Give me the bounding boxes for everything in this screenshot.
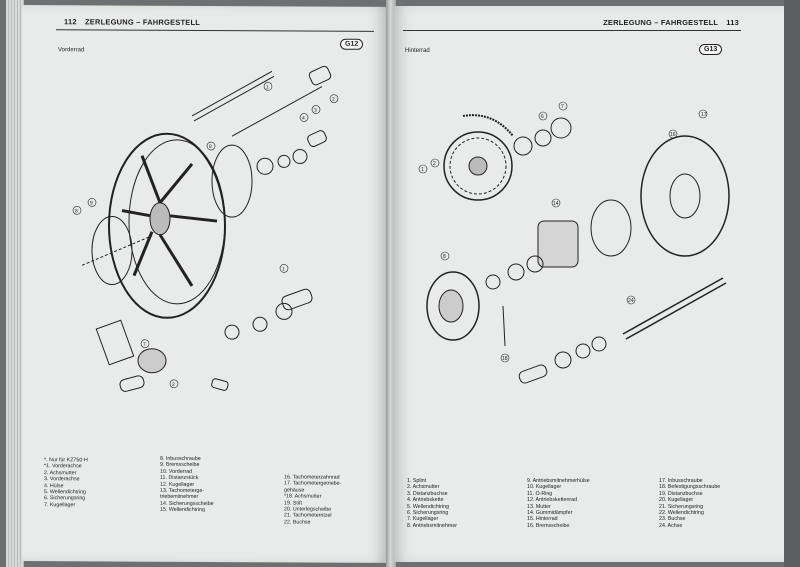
right-header-rule (403, 30, 741, 31)
front-wheel-exploded-diagram: 1 2 3 4 8 8 9 1 7 2 (72, 65, 339, 392)
left-legend-col2: 8. Inbusschraube 9. Bremsscheibe 10. Vor… (160, 456, 214, 514)
right-legend-col3: 17. Inbusschraube 18. Befestigungsschrau… (659, 478, 720, 529)
page-stack-edge (6, 0, 24, 567)
svg-text:8: 8 (443, 254, 446, 260)
legend-item: 7. Kugellager (44, 501, 76, 509)
rear-wheel-exploded-diagram: 1 2 6 7 17 16 14 8 24 18 (418, 101, 730, 384)
legend-item: 1. Splint (407, 478, 427, 484)
legend-item: 8. Antriebsmitnehmer (407, 522, 458, 529)
rear-brake-disc-part (640, 135, 730, 257)
legend-item: 2. Achsmutter (407, 484, 440, 491)
svg-text:3: 3 (314, 108, 317, 114)
svg-text:9: 9 (90, 200, 93, 206)
legend-item: 22. Buchse (284, 519, 311, 526)
right-header-title: ZERLEGUNG – FAHRGESTELL (603, 18, 718, 27)
legend-item: 15. Hinterrad (527, 516, 558, 523)
right-section-title: Hinterrad (405, 48, 430, 54)
legend-item: 24. Achse (659, 522, 683, 529)
drive-sprocket-part (443, 131, 513, 201)
background-edge (784, 0, 800, 567)
right-page-number: 113 (726, 18, 739, 27)
legend-item: 14. Gummidämpfer (527, 510, 573, 517)
right-legend-col1: 1. Splint 2. Achsmutter 3. Distanzbuchse… (407, 478, 457, 529)
legend-item: 5. Wellendichtring (407, 503, 450, 510)
legend-item: 9. Antriebsmitnehmerhülse (527, 478, 590, 484)
drive-chain-part (462, 114, 514, 137)
svg-text:6: 6 (541, 114, 544, 120)
legend-item: 12. Antriebskettenrad (527, 497, 578, 504)
brake-disc-part (91, 216, 133, 286)
rear-axle-part (622, 277, 724, 335)
legend-item: 21. Sicherungsring (659, 503, 704, 510)
legend-item: 20. Kugellager (659, 497, 694, 504)
svg-text:4: 4 (302, 116, 305, 122)
svg-text:8: 8 (209, 144, 212, 150)
speedometer-gearbox-part (137, 348, 167, 374)
right-figure-label: G13 (699, 44, 723, 55)
svg-text:18: 18 (502, 356, 508, 362)
svg-text:2: 2 (332, 97, 335, 103)
rubber-damper-part (537, 220, 579, 268)
book-gutter (386, 0, 396, 567)
svg-text:1: 1 (421, 167, 424, 173)
legend-item: 4. Antriebskette (407, 497, 444, 504)
left-legend-col3: 16. Tachometerzahnrad 17. Tachometergetr… (284, 474, 341, 526)
right-legend-col2: 9. Antriebsmitnehmerhülse 10. Kugellager… (527, 478, 590, 529)
spacer-part (281, 288, 313, 311)
svg-text:1: 1 (282, 266, 285, 272)
legend-item: 17. Inbusschraube (659, 478, 703, 484)
right-page-header: ZERLEGUNG – FAHRGESTELL 113 (603, 18, 745, 27)
legend-item: 22. Wellendichtring (659, 510, 704, 517)
svg-text:2: 2 (172, 382, 175, 388)
svg-text:2: 2 (433, 161, 436, 167)
legend-item: 13. Mutter (527, 503, 551, 510)
legend-item: 16. Bremsscheibe (527, 522, 570, 529)
rear-wheel-hub-part (590, 199, 632, 257)
legend-item: 10. Kugellager (527, 484, 562, 491)
legend-item: 11. O-Ring (527, 490, 553, 497)
svg-text:17: 17 (701, 112, 707, 118)
svg-text:7: 7 (561, 104, 564, 110)
right-page: ZERLEGUNG – FAHRGESTELL 113 Hinterrad G1… (393, 6, 785, 562)
svg-text:8: 8 (75, 208, 78, 214)
legend-item: 3. Distanzbuchse (407, 490, 448, 497)
legend-item: 7. Kugellager (407, 516, 439, 523)
front-wheel-hub (149, 202, 171, 236)
svg-text:1: 1 (266, 84, 269, 90)
legend-item: 15. Wellendichtring (160, 507, 205, 514)
legend-item: 6. Sicherungsring (407, 510, 449, 517)
brake-disc-part (211, 144, 253, 218)
legend-item: 18. Befestigungsschraube (659, 484, 721, 491)
svg-text:16: 16 (670, 132, 676, 138)
bearing-part (256, 157, 274, 175)
front-axle-part (191, 70, 273, 117)
svg-text:7: 7 (143, 342, 146, 348)
drive-coupling-part (426, 271, 480, 341)
svg-text:14: 14 (553, 201, 559, 207)
legend-item: 19. Distanzbuchse (659, 490, 703, 497)
legend-item: 23. Buchse (659, 516, 686, 523)
left-legend-col1: *. Nur für KZ750-H *1. Vorderachse 2. Ac… (44, 457, 88, 508)
left-page: 112 ZERLEGUNG – FAHRGESTELL Vorderrad G1… (22, 5, 390, 563)
svg-text:24: 24 (628, 298, 634, 304)
axle-nut-part (308, 65, 332, 86)
